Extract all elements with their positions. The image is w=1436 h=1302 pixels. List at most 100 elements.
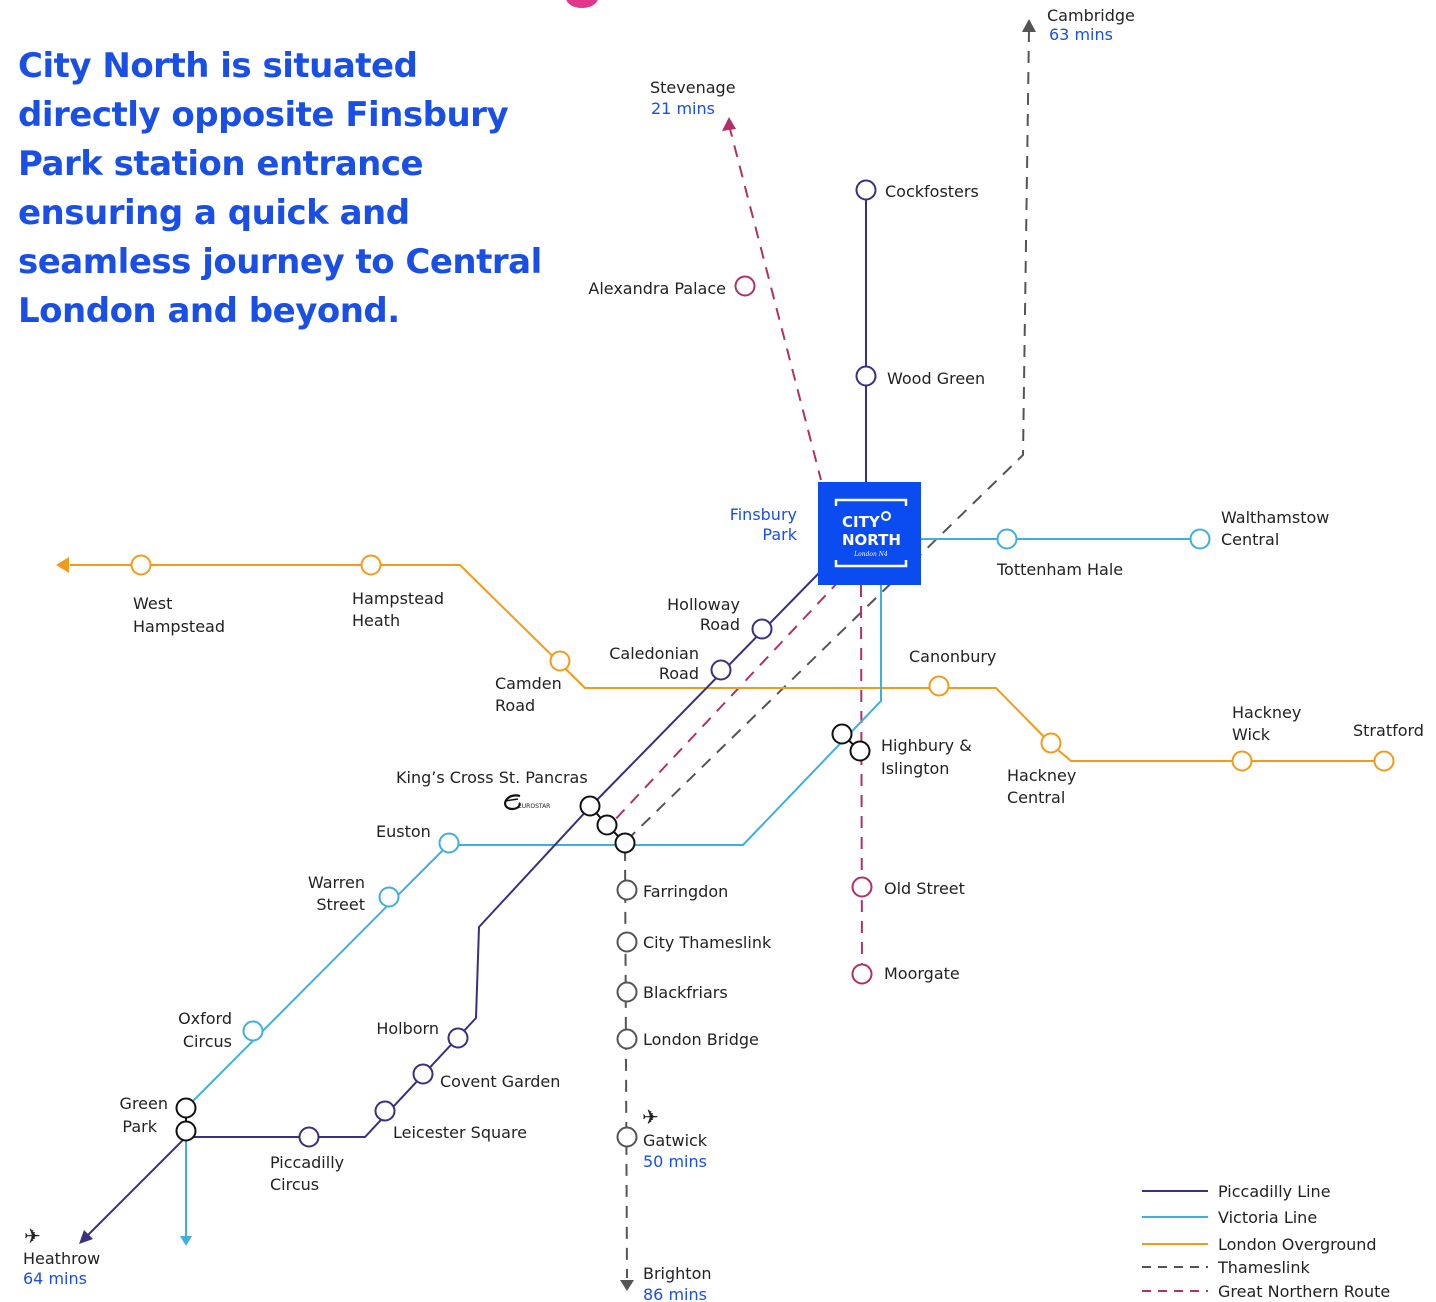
legend-label-overground: London Overground <box>1218 1235 1377 1254</box>
label-hampstead-heath-2: Heath <box>352 611 400 630</box>
station-marker-london-bridge <box>616 1028 638 1050</box>
gatwick-plane-icon: ✈ <box>642 1105 659 1129</box>
label-canonbury: Canonbury <box>909 647 996 666</box>
label-piccadilly-circus-1: Piccadilly <box>270 1153 344 1172</box>
label-city-thameslink: City Thameslink <box>643 933 772 952</box>
station-marker-alexandra-palace <box>734 275 756 297</box>
label-walthamstow-1: Walthamstow <box>1221 508 1329 527</box>
label-stevenage: Stevenage <box>650 78 736 97</box>
label-oxford-circus-1: Oxford <box>178 1009 232 1028</box>
label-blackfriars: Blackfriars <box>643 983 728 1002</box>
station-marker-highbury-2 <box>849 740 871 762</box>
station-marker-west-hampstead <box>130 554 152 576</box>
station-marker-euston <box>438 832 460 854</box>
label-euston: Euston <box>376 822 431 841</box>
label-wood-green: Wood Green <box>887 369 985 388</box>
station-marker-oxford-circus <box>242 1020 264 1042</box>
label-cockfosters: Cockfosters <box>885 182 979 201</box>
station-marker-hackney-wick <box>1231 750 1253 772</box>
station-marker-cockfosters <box>855 179 877 201</box>
legend-label-great-northern: Great Northern Route <box>1218 1282 1390 1301</box>
station-marker-warren-street <box>378 886 400 908</box>
station-marker-holloway-road <box>751 618 773 640</box>
legend-label-piccadilly: Piccadilly Line <box>1218 1182 1331 1201</box>
west-arrow-icon <box>56 557 69 573</box>
label-farringdon: Farringdon <box>643 882 728 901</box>
logo-line3: London N4 <box>853 551 888 558</box>
legend: Piccadilly Line Victoria Line London Ove… <box>1142 1182 1390 1301</box>
station-marker-canonbury <box>928 675 950 697</box>
label-green-park-2: Park <box>122 1117 157 1136</box>
cambridge-arrow-icon <box>1022 19 1036 32</box>
label-london-bridge: London Bridge <box>643 1030 759 1049</box>
station-marker-stratford <box>1373 750 1395 772</box>
station-marker-hampstead-heath <box>360 554 382 576</box>
line-paths <box>70 29 1382 1279</box>
label-holloway-road-2: Road <box>700 615 740 634</box>
station-marker-blackfriars <box>616 981 638 1003</box>
legend-label-thameslink: Thameslink <box>1217 1258 1311 1277</box>
label-camden-road-2: Road <box>495 696 535 715</box>
label-oxford-circus-2: Circus <box>183 1032 232 1051</box>
label-cambridge: Cambridge <box>1047 6 1135 25</box>
label-highbury-1: Highbury & <box>881 736 972 755</box>
station-marker-caledonian-road <box>710 659 732 681</box>
label-covent-garden: Covent Garden <box>440 1072 560 1091</box>
eurostar-logo: EUROSTAR <box>504 794 550 811</box>
great-northern-line-moorgate <box>860 584 863 973</box>
label-hackney-central-2: Central <box>1007 788 1065 807</box>
great-northern-line-north <box>728 124 822 481</box>
intro-text: City North is situated directly opposite… <box>18 46 542 331</box>
station-marker-holborn <box>447 1027 469 1049</box>
station-marker-moorgate <box>851 963 873 985</box>
label-walthamstow-2: Central <box>1221 530 1279 549</box>
hub-label-line2: Park <box>762 525 797 544</box>
label-heathrow: Heathrow <box>23 1249 100 1268</box>
time-heathrow: 64 mins <box>23 1269 87 1288</box>
label-kings-cross: King’s Cross St. Pancras <box>396 768 588 787</box>
label-leicester-square: Leicester Square <box>393 1123 527 1142</box>
station-marker-kings-cross-2 <box>596 814 618 836</box>
top-decoration-arc <box>566 0 598 8</box>
station-marker-old-street <box>851 876 873 898</box>
station-marker-camden-road <box>549 650 571 672</box>
station-marker-kings-cross-3 <box>614 832 636 854</box>
label-highbury-2: Islington <box>881 759 949 778</box>
label-hampstead-heath-1: Hampstead <box>352 589 444 608</box>
station-marker-leicester-square <box>374 1100 396 1122</box>
station-marker-highbury-1 <box>831 723 853 745</box>
label-brighton: Brighton <box>643 1264 712 1283</box>
eurostar-badge: EUROSTAR <box>518 803 550 810</box>
label-old-street: Old Street <box>884 879 965 898</box>
legend-label-victoria: Victoria Line <box>1218 1208 1317 1227</box>
station-marker-covent-garden <box>412 1063 434 1085</box>
label-tottenham-hale: Tottenham Hale <box>996 560 1123 579</box>
label-hackney-wick-1: Hackney <box>1232 703 1301 722</box>
station-marker-tottenham-hale <box>996 528 1018 550</box>
city-north-logo: CITY NORTH London N4 <box>818 482 921 585</box>
time-brighton: 86 mins <box>643 1285 707 1302</box>
label-caledonian-road-2: Road <box>659 664 699 683</box>
logo-line2: NORTH <box>842 531 901 549</box>
label-gatwick: Gatwick <box>643 1131 708 1150</box>
station-marker-hackney-central <box>1040 732 1062 754</box>
label-west-hampstead-2: Hampstead <box>133 617 225 636</box>
label-holloway-road-1: Holloway <box>667 595 740 614</box>
label-camden-road-1: Camden <box>495 674 562 693</box>
label-piccadilly-circus-2: Circus <box>270 1175 319 1194</box>
station-marker-kings-cross-1 <box>579 795 601 817</box>
station-marker-walthamstow <box>1189 528 1211 550</box>
station-marker-piccadilly-circus <box>298 1126 320 1148</box>
time-cambridge: 63 mins <box>1049 25 1113 44</box>
thameslink-line <box>623 29 1030 1279</box>
logo-line1: CITY <box>842 513 881 531</box>
label-alexandra-palace: Alexandra Palace <box>588 279 726 298</box>
overground-line-west <box>70 564 1382 762</box>
heathrow-arrow-icon <box>79 1230 93 1244</box>
station-marker-gatwick <box>616 1126 638 1148</box>
station-marker-green-park-1 <box>175 1097 197 1119</box>
great-northern-line-kings-cross <box>610 579 841 825</box>
label-moorgate: Moorgate <box>884 964 960 983</box>
station-marker-farringdon <box>616 879 638 901</box>
label-west-hampstead-1: West <box>133 594 172 613</box>
